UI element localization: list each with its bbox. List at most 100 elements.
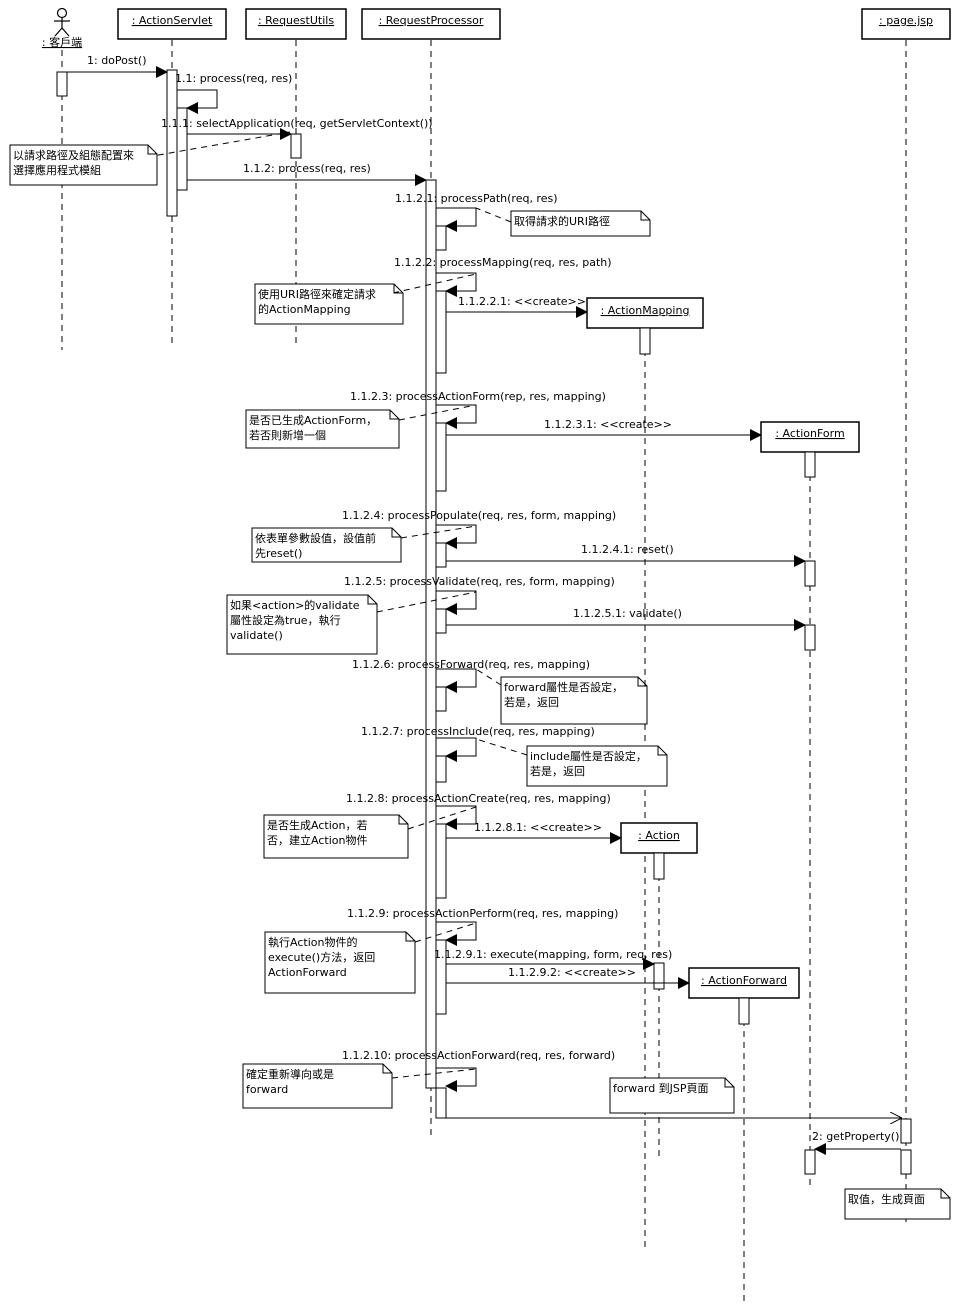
message-label: 1.1.2.9: processActionPerform(req, res, … xyxy=(347,907,618,920)
note-text: execute()方法，返回 xyxy=(268,950,375,964)
note-box xyxy=(844,1188,951,1220)
message-label: 1.1.2.2: processMapping(req, res, path) xyxy=(394,256,612,269)
activation-rp-3 xyxy=(435,422,447,492)
note-text: forward屬性是否設定， xyxy=(504,680,623,694)
note-text: 取得請求的URI路徑 xyxy=(514,214,610,228)
participant-action: : Action xyxy=(620,822,698,854)
note-box xyxy=(245,409,400,449)
message-label: 1.1.2.3: processActionForm(rep, res, map… xyxy=(350,390,606,403)
note-box xyxy=(263,814,409,859)
message-label: 1.1.2.9.2: <<create>> xyxy=(508,966,636,979)
lifelines xyxy=(61,40,907,1302)
note-link xyxy=(400,525,477,539)
note-text: 依表單參數設值，設值前 xyxy=(255,531,376,545)
activation-request-utils xyxy=(290,133,302,159)
note-link xyxy=(475,668,502,686)
note-link xyxy=(146,131,291,158)
activation-action-form-3 xyxy=(804,624,816,651)
note-box xyxy=(9,144,158,186)
message-label: 1.1.2.10: processActionForward(req, res,… xyxy=(342,1049,615,1062)
message-label: 1.1.2.4.1: reset() xyxy=(581,543,674,556)
activation-action-exec xyxy=(653,962,665,990)
note-text: forward xyxy=(246,1083,288,1096)
message-label: 1.1.2.3.1: <<create>> xyxy=(544,418,672,431)
note-text: ActionForward xyxy=(268,966,347,979)
note-text: 確定重新導向或是 xyxy=(246,1067,334,1081)
message-label: 1.1.2.5: processValidate(req, res, form,… xyxy=(344,575,615,588)
participant-label: : ActionServlet xyxy=(132,14,213,27)
note-link xyxy=(475,738,528,756)
message-label: 1.1.2.5.1: validate() xyxy=(573,607,682,620)
arrow-processActionCreate xyxy=(436,805,477,830)
arrow-processActionPerform xyxy=(436,921,477,946)
participant-request-utils: : RequestUtils xyxy=(245,8,347,40)
message-label: 1.1.2.8.1: <<create>> xyxy=(474,821,602,834)
stick-figure-icon xyxy=(54,7,70,37)
message-label: 1.1.1: selectApplication(req, getServlet… xyxy=(161,117,433,130)
participant-page-jsp: : page.jsp xyxy=(861,8,951,40)
note-forward-attr: forward屬性是否設定，若是，返回 xyxy=(475,668,648,725)
participant-label: : Action xyxy=(638,829,680,842)
note-text: 的ActionMapping xyxy=(258,302,351,316)
participant-action-forward: : ActionForward xyxy=(688,967,800,999)
arrow-processPopulate xyxy=(436,524,477,549)
activation-action-forward xyxy=(738,997,750,1025)
note-box xyxy=(242,1063,393,1109)
note-page-result: 取值，生成頁面 xyxy=(844,1188,951,1220)
note-box xyxy=(510,210,651,237)
message-label: 1.1.2.1: processPath(req, res) xyxy=(395,192,558,205)
activation-action-form-1 xyxy=(804,451,816,478)
arrow-processActionForward xyxy=(436,1067,477,1092)
arrow-process-self xyxy=(177,89,218,114)
participant-label: : ActionForm xyxy=(775,427,844,440)
arrow-processForward xyxy=(436,668,477,693)
note-text: 如果<action>的validate xyxy=(230,598,360,612)
activation-page-jsp xyxy=(900,1118,912,1144)
activation-rp-5 xyxy=(435,608,447,634)
participant-label: : page.jsp xyxy=(879,14,933,27)
note-link xyxy=(376,591,477,613)
note-text: forward 到JSP頁面 xyxy=(613,1082,709,1095)
note-forward-jsp: forward 到JSP頁面 xyxy=(609,1077,735,1114)
message-label: 1: doPost() xyxy=(87,54,147,67)
note-link xyxy=(392,273,477,294)
activation-rp-7 xyxy=(435,755,447,783)
message-label: 1.1.2.6: processForward(req, res, mappin… xyxy=(352,658,590,671)
note-link xyxy=(398,404,477,421)
note-text: 若否則新增一個 xyxy=(249,428,326,442)
arrow-processPath xyxy=(436,207,477,232)
activation-rp-6 xyxy=(435,686,447,712)
note-text: validate() xyxy=(230,629,283,642)
note-text: 是否已生成ActionForm， xyxy=(249,413,377,427)
actor-client: : 客戶端 xyxy=(42,7,82,49)
message-label: 1.1: process(req, res) xyxy=(175,72,292,85)
activation-action xyxy=(653,852,665,880)
participant-action-form: : ActionForm xyxy=(760,421,860,453)
activation-rp-9 xyxy=(435,939,447,1015)
activation-action-servlet-nested xyxy=(176,107,188,191)
note-text: 屬性設定為true，執行 xyxy=(230,613,341,627)
note-link xyxy=(407,806,477,830)
note-link xyxy=(391,1068,477,1079)
arrow-processMapping xyxy=(436,272,477,297)
note-link xyxy=(414,922,477,943)
note-text: 執行Action物件的 xyxy=(268,935,357,949)
participant-label: : ActionMapping xyxy=(601,304,690,317)
activation-action-mapping xyxy=(639,327,651,355)
note-text: 若是，返回 xyxy=(530,765,585,778)
activation-action-servlet xyxy=(166,69,178,217)
activations xyxy=(56,69,912,1175)
note-text: 取值，生成頁面 xyxy=(848,1192,925,1206)
participant-label: : RequestUtils xyxy=(258,14,334,27)
activation-rp-1 xyxy=(435,225,447,251)
arrow-processActionForm xyxy=(436,404,477,429)
note-text: 使用URI路徑來確定請求 xyxy=(258,287,376,301)
note-action-create: 是否生成Action，若否，建立Action物件 xyxy=(263,806,477,859)
note-box xyxy=(226,594,378,655)
message-arrows xyxy=(67,66,901,1155)
